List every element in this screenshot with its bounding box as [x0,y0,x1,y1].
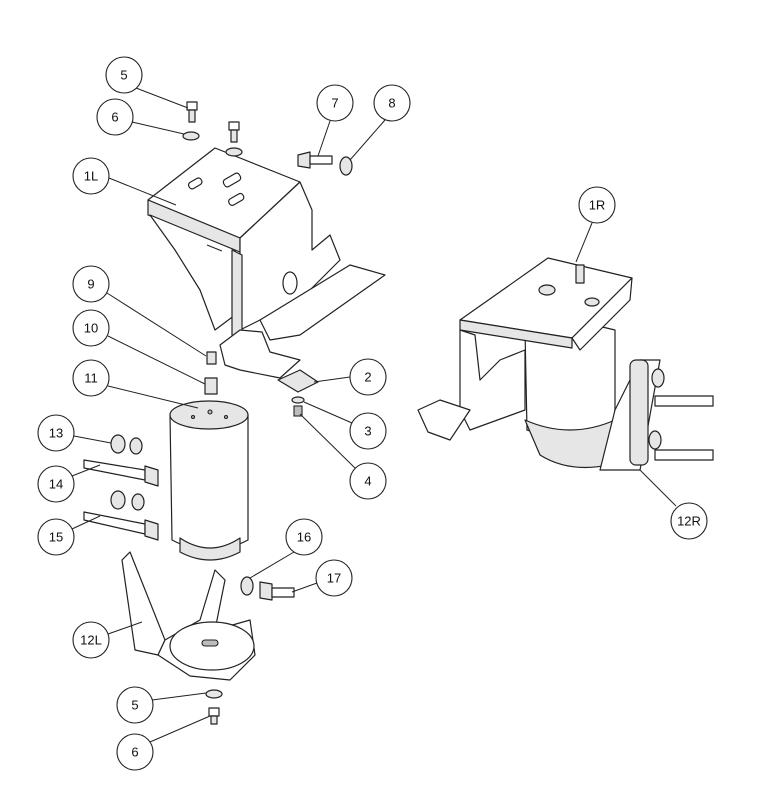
callout-6-top: 6 [96,98,134,136]
upper-bracket-left [147,147,386,379]
fitting-9 [206,351,217,365]
callout-label: 13 [49,426,63,441]
bolt-6-bottom [208,707,220,725]
bolt-14 [83,459,159,487]
callout-label: 1L [84,169,98,184]
callout-10: 10 [72,309,110,347]
callout-label: 1R [589,198,606,213]
callout-label: 4 [364,474,371,489]
callout-9: 9 [72,265,110,303]
callout-label: 17 [327,571,341,586]
washer-3 [291,396,305,404]
callout-label: 11 [84,371,98,386]
fitting-10 [204,377,218,395]
callout-8: 8 [373,84,411,122]
callout-label: 10 [84,321,98,336]
washer-8 [339,156,353,176]
callout-label: 15 [49,530,63,545]
callout-label: 5 [120,68,127,83]
callout-16: 16 [285,518,323,556]
callout-15: 15 [37,518,75,556]
bolt-7 [297,151,333,169]
washers-13 [110,434,145,511]
callout-17: 17 [315,559,353,597]
callout-label: 3 [364,424,371,439]
callout-5-top: 5 [105,56,143,94]
right-assembly [417,257,714,471]
callout-label: 12L [80,633,102,648]
callout-11: 11 [72,359,110,397]
callout-label: 7 [331,96,338,111]
callout-12R: 12R [670,502,708,540]
callout-label: 6 [111,110,118,125]
callout-3: 3 [349,412,387,450]
callout-7: 7 [316,84,354,122]
lower-bracket-left [121,551,256,681]
callout-6-bottom: 6 [116,733,154,771]
bolt-17 [259,581,295,601]
callout-label: 8 [388,96,395,111]
bolt-5-top [186,101,240,143]
callout-12L: 12L [72,621,110,659]
callout-14: 14 [37,465,75,503]
callout-label: 14 [49,477,63,492]
leader-lines [71,87,677,743]
callout-label: 2 [364,370,371,385]
washer-5-bottom [205,689,223,699]
callout-label: 9 [87,277,94,292]
callout-4: 4 [349,462,387,500]
callout-label: 5 [131,698,138,713]
bolt-15 [83,511,159,541]
washer-6-top [182,131,243,157]
plate-2 [277,369,319,393]
callout-1R: 1R [578,186,616,224]
air-spring-11 [169,400,249,561]
callout-label: 12R [677,514,701,529]
callout-1L: 1L [72,157,110,195]
callout-label: 6 [131,745,138,760]
callout-13: 13 [37,414,75,452]
washer-16 [240,576,254,596]
callout-5-bottom: 5 [116,686,154,724]
nut-4 [293,405,303,417]
callout-2: 2 [349,358,387,396]
callout-label: 16 [297,530,311,545]
